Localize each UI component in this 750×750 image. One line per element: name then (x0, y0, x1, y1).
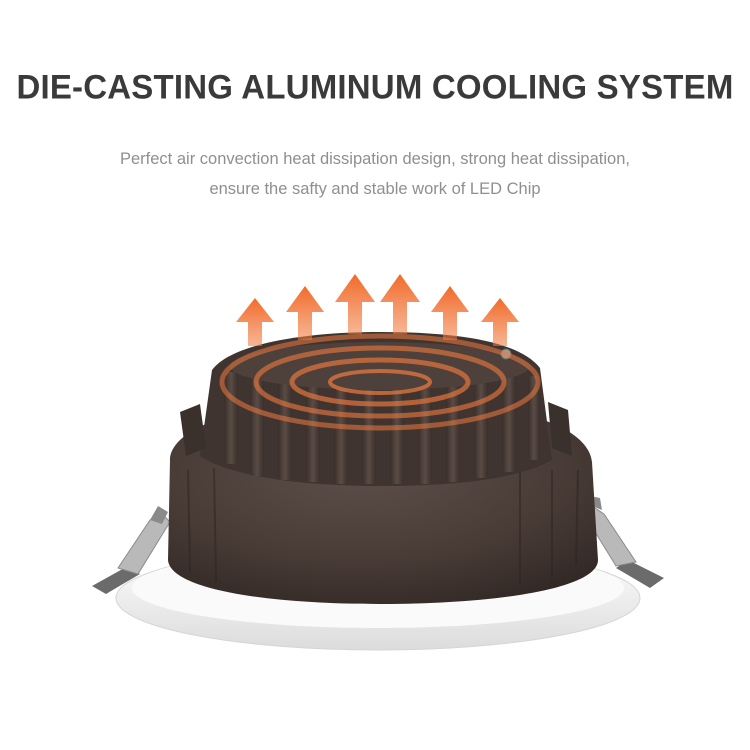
headline: DIE-CASTING ALUMINUM COOLING SYSTEM (16, 67, 734, 106)
left-spring-clip (92, 506, 171, 594)
heat-arrow-icon (236, 274, 519, 346)
description-line-2: ensure the safty and stable work of LED … (209, 180, 541, 198)
housing (168, 332, 598, 604)
description: Perfect air convection heat dissipation … (0, 144, 750, 204)
heat-wave-icon (219, 333, 541, 431)
description-line-1: Perfect air convection heat dissipation … (120, 150, 630, 168)
